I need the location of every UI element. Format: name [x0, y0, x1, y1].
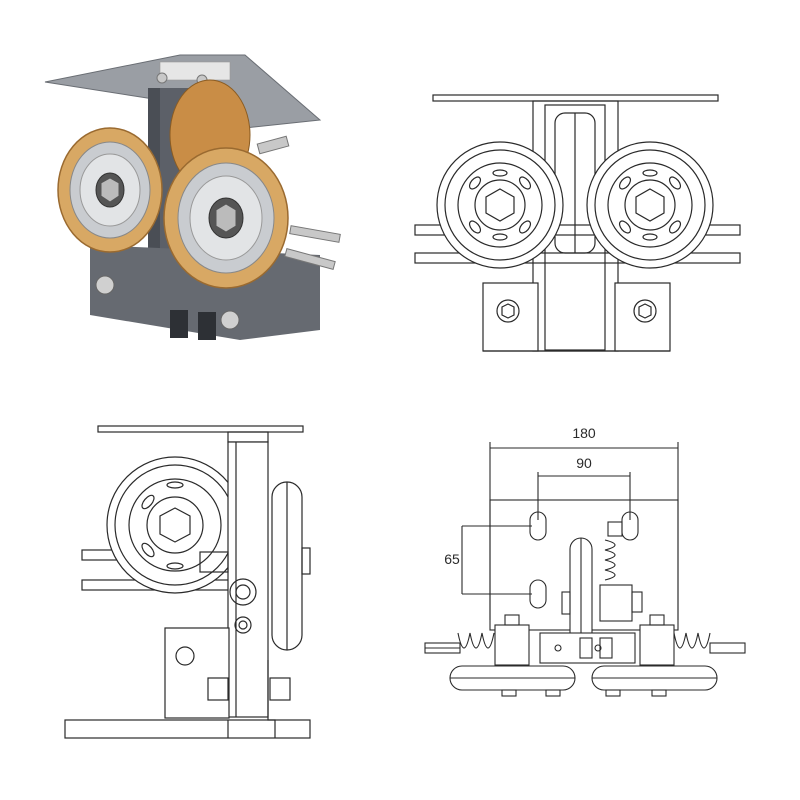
side-view-drawing: [60, 420, 350, 750]
top-view-dimension-drawing: 180 90 65: [420, 420, 760, 710]
product-photo: [30, 40, 370, 360]
dimension-label-180: 180: [572, 425, 596, 441]
plan-view-svg: 180 90 65: [424, 425, 746, 697]
dimension-label-65: 65: [444, 551, 460, 567]
side-view-svg: [64, 425, 311, 739]
left-roller-outline: [436, 141, 564, 269]
dimension-label-90: 90: [576, 455, 592, 471]
top-plate-outline: [432, 94, 719, 102]
right-roller-outline: [586, 141, 714, 269]
front-view-drawing: [405, 85, 750, 360]
front-view-svg: [414, 94, 741, 352]
label-sticker: [159, 61, 231, 81]
roller-guide-shoe-photo: [44, 54, 341, 340]
